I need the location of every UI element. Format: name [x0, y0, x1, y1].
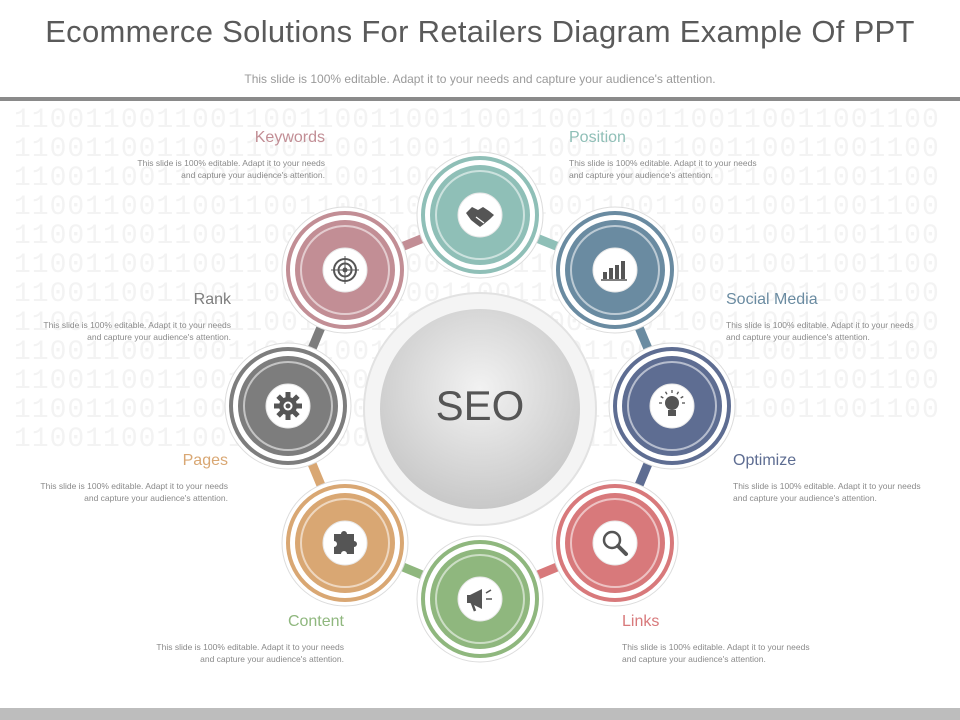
node-label-optimize: Optimize	[733, 452, 797, 469]
bar-chart-icon	[601, 261, 627, 281]
cycle-node-pages	[281, 479, 409, 607]
node-outer-ring	[613, 347, 731, 465]
node-inner-ring	[627, 361, 717, 451]
gear-icon	[274, 392, 302, 420]
node-desc-position: This slide is 100% editable. Adapt it to…	[569, 158, 757, 180]
cycle-node-rank	[224, 342, 352, 470]
node-desc-content: This slide is 100% editable. Adapt it to…	[156, 642, 344, 664]
cycle-node-optimize	[608, 342, 736, 470]
node-outer-ring	[286, 484, 404, 602]
center-circle	[380, 309, 580, 509]
node-outer-ring	[556, 211, 674, 329]
footer-bar	[0, 708, 960, 720]
node-desc-links: This slide is 100% editable. Adapt it to…	[622, 642, 810, 664]
node-inner-ring	[570, 225, 660, 315]
node-outer-ring	[556, 484, 674, 602]
node-label-position: Position	[569, 129, 626, 146]
slide-title: Ecommerce Solutions For Retailers Diagra…	[45, 14, 915, 49]
node-label-pages: Pages	[182, 452, 228, 469]
node-label-rank: Rank	[193, 291, 231, 308]
node-label-content: Content	[287, 613, 344, 630]
node-inner-ring	[435, 554, 525, 644]
node-label-social-media: Social Media	[726, 291, 818, 308]
node-inner-ring	[435, 170, 525, 260]
cycle-node-links	[551, 479, 679, 607]
megaphone-icon	[467, 589, 492, 612]
node-label-keywords: Keywords	[254, 129, 325, 146]
target-icon	[331, 256, 359, 284]
node-desc-pages: This slide is 100% editable. Adapt it to…	[40, 481, 228, 503]
node-desc-keywords: This slide is 100% editable. Adapt it to…	[137, 158, 325, 180]
handshake-icon	[466, 207, 494, 227]
node-outer-ring	[421, 540, 539, 658]
node-outer-ring	[229, 347, 347, 465]
node-inner-ring	[300, 225, 390, 315]
node-desc-rank: This slide is 100% editable. Adapt it to…	[43, 320, 231, 342]
title-divider	[0, 97, 960, 101]
lightbulb-icon	[659, 390, 685, 416]
center-label: SEO	[435, 382, 525, 429]
node-desc-optimize: This slide is 100% editable. Adapt it to…	[733, 481, 921, 503]
node-inner-ring	[300, 498, 390, 588]
node-inner-ring	[570, 498, 660, 588]
cycle-node-social-media	[551, 206, 679, 334]
node-desc-social-media: This slide is 100% editable. Adapt it to…	[726, 320, 914, 342]
cycle-node-position	[416, 151, 544, 279]
puzzle-icon	[334, 531, 357, 554]
node-outer-ring	[286, 211, 404, 329]
cycle-node-content	[416, 535, 544, 663]
slide-subtitle: This slide is 100% editable. Adapt it to…	[244, 72, 716, 86]
node-label-links: Links	[622, 613, 660, 630]
cycle-node-keywords	[281, 206, 409, 334]
node-inner-ring	[243, 361, 333, 451]
magnifier-icon	[602, 530, 628, 556]
node-icon-disc	[592, 520, 638, 566]
node-outer-ring	[421, 156, 539, 274]
